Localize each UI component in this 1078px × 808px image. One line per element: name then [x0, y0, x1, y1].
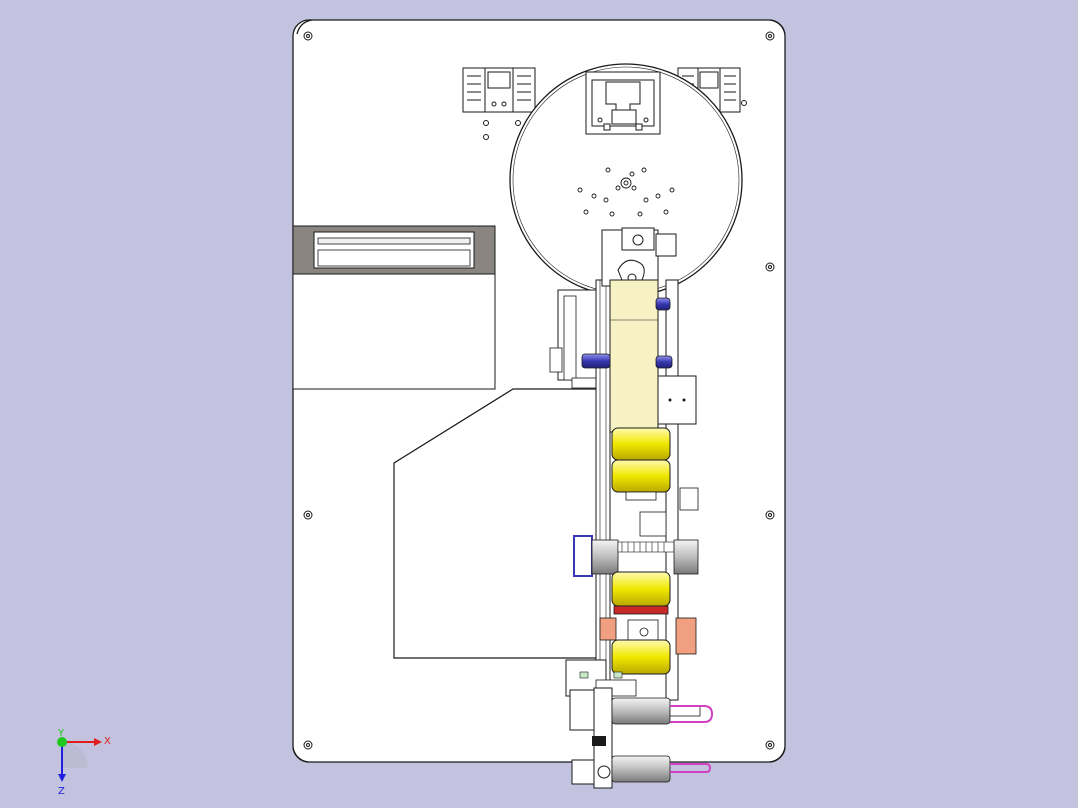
- hole-icon: [765, 740, 775, 750]
- bottom-cylinders[interactable]: [569, 687, 714, 789]
- reel-top-clamp[interactable]: [585, 71, 661, 135]
- left-cabinet[interactable]: [292, 225, 496, 390]
- axis-y-label: Y: [57, 728, 65, 739]
- axis-x-label: X: [104, 736, 111, 747]
- coordinate-triad: X Y Z: [57, 728, 111, 797]
- mounting-holes: [303, 31, 775, 750]
- axis-z-label: Z: [58, 786, 65, 797]
- hole-icon: [765, 262, 775, 272]
- hole-icon: [303, 740, 313, 750]
- hole-icon: [765, 31, 775, 41]
- angled-guard-panel[interactable]: [393, 388, 605, 659]
- hole-icon: [765, 510, 775, 520]
- y-axis-icon: [57, 737, 67, 747]
- hole-icon: [303, 510, 313, 520]
- hole-icon: [303, 31, 313, 41]
- x-arrow-icon: [94, 738, 102, 746]
- z-arrow-icon: [58, 774, 66, 782]
- top-left-bracket[interactable]: [462, 67, 536, 113]
